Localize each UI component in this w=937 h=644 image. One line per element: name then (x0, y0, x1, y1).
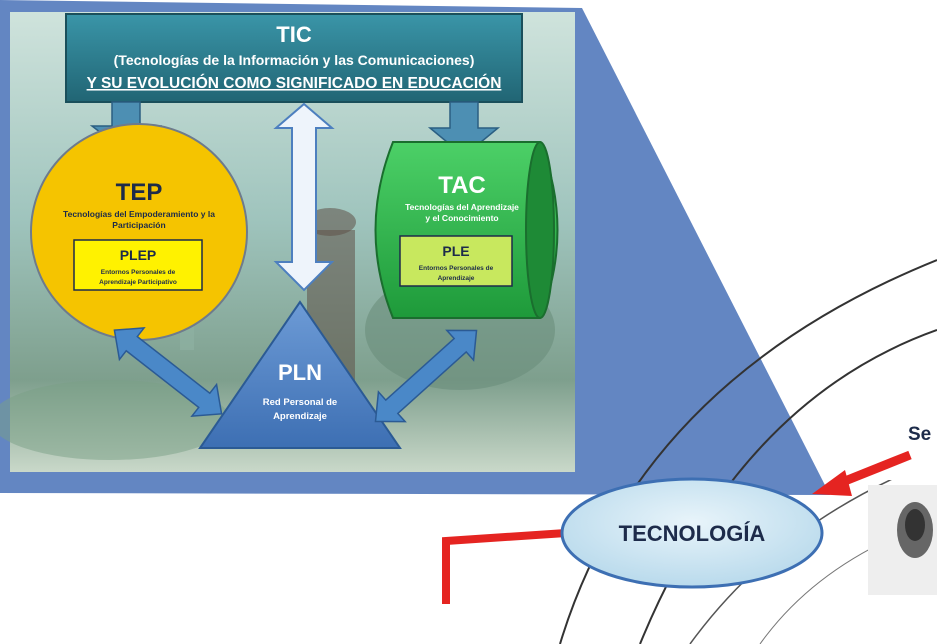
partial-label: Se (908, 424, 931, 445)
pln-desc-line1: Red Personal de (263, 397, 337, 408)
tep-desc-line1: Tecnologías del Empoderamiento y la (63, 209, 215, 219)
tecnologia-node: TECNOLOGÍA (560, 477, 824, 589)
ple-box (399, 235, 513, 287)
pln-node: PLN Red Personal de Aprendizaje (198, 300, 402, 449)
tep-title: TEP (116, 179, 163, 206)
arrow-tep-pln (113, 327, 223, 417)
pln-title: PLN (278, 360, 322, 385)
tic-title: TIC (276, 22, 312, 47)
ple-line1: Entornos Personales de (419, 265, 494, 272)
ple-line2: Aprendizaje (438, 275, 475, 282)
tic-tagline: Y SU EVOLUCIÓN COMO SIGNIFICADO EN EDUCA… (87, 74, 502, 92)
plep-line1: Entornos Personales de (101, 269, 176, 276)
tac-node: TAC Tecnologías del Aprendizaje y el Con… (374, 141, 559, 319)
red-arrow (812, 450, 912, 496)
pln-desc-line2: Aprendizaje (273, 411, 327, 422)
tic-header: TIC (Tecnologías de la Información y las… (65, 13, 523, 103)
plep-title: PLEP (120, 247, 157, 263)
red-connector-line (442, 529, 567, 604)
tac-title: TAC (438, 172, 486, 199)
tac-desc-line2: y el Conocimiento (425, 213, 498, 223)
plep-line2: Aprendizaje Participativo (99, 279, 177, 286)
tep-desc-line2: Participación (112, 220, 165, 230)
background-sketch (559, 259, 937, 644)
arrow-tac-pln (374, 329, 478, 423)
tep-node: TEP Tecnologías del Empoderamiento y la … (30, 123, 248, 341)
ple-title: PLE (442, 243, 469, 259)
tecnologia-label: TECNOLOGÍA (619, 521, 766, 546)
plep-box (73, 239, 203, 291)
tac-desc-line1: Tecnologías del Aprendizaje (405, 202, 519, 212)
arrow-tic-pln (273, 102, 335, 292)
tic-subtitle: (Tecnologías de la Información y las Com… (114, 52, 475, 68)
